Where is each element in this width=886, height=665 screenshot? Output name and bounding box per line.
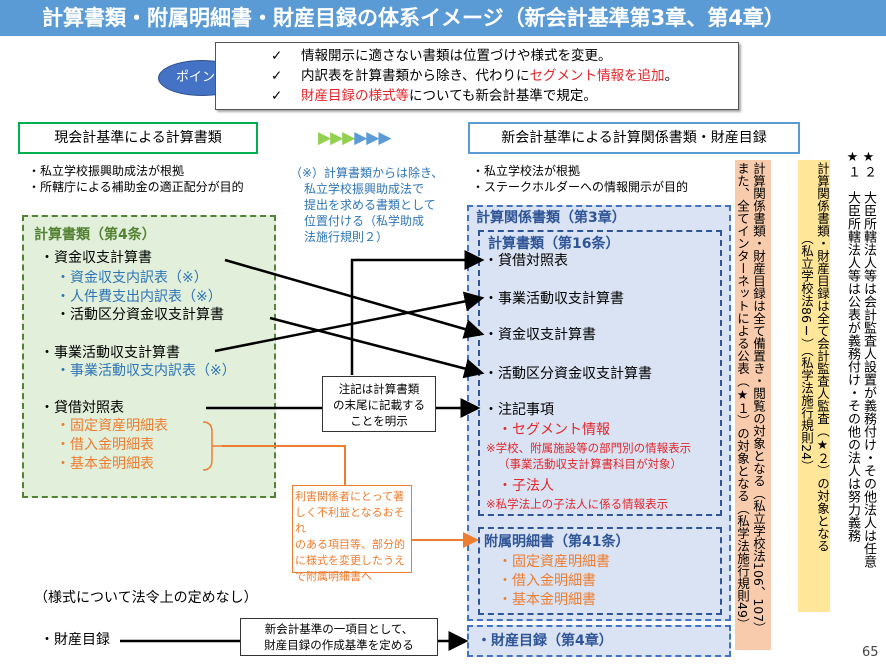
check-icon: ✓ — [271, 48, 283, 64]
footnote-line: （※）計算書類からは除き、 — [290, 166, 444, 180]
left-note: ・所轄庁による補助金の適正配分が目的 — [28, 180, 244, 194]
orange-note-line: のある項目等、部分的 — [295, 538, 405, 551]
point-text: 。 — [664, 68, 679, 84]
fuzoku-box — [478, 527, 722, 615]
orange-note-line: 利害関係者にとって著 — [295, 490, 405, 503]
point-box: ✓ 情報開示に適さない書類は位置づけや様式を変更。 ✓ 内訳表を計算書類から除き、代わ… — [215, 42, 739, 110]
bottom-note-line: 財産目録の作成基準を定める — [264, 638, 414, 652]
star-note: ★２ 大臣所轄法人等は会計監査人設置が義務付け・その他法人は任意 — [861, 150, 876, 568]
new-standard-heading: 新会計基準による計算関係書類・財産目録 — [468, 122, 800, 154]
point-text: セグメント情報を追加 — [529, 68, 665, 84]
segment-note: ※学校、附属施設等の部門別の情報表示 （事業活動収支計算書科目が対象） — [486, 440, 691, 472]
check-icon: ✓ — [271, 88, 283, 104]
line-cash-flow — [224, 258, 485, 339]
old-item: ・借入金明細表 — [56, 437, 154, 453]
new-item: ・活動区分資金収支計算書 — [484, 366, 652, 382]
new-inner-title: 計算書類（第16条） — [488, 236, 620, 252]
line-orange — [222, 445, 346, 485]
disclosure-column — [735, 160, 771, 650]
star-notes: ★２ 大臣所轄法人等は会計監査人設置が義務付け・その他法人は任意 ★１ 大臣所轄… — [844, 150, 876, 570]
bottom-note-box: 新会計基準の一項目として、 財産目録の作成基準を定める — [240, 618, 438, 656]
segment-note-line: ※学校、附属施設等の部門別の情報表示 — [486, 441, 692, 455]
new-calc-documents-box — [467, 205, 731, 621]
disclosure-line: また、全てインターネットによる公表（★１）の対象となる（私学法施行規則49） — [735, 162, 750, 631]
old-item: ・固定資産明細表 — [56, 418, 168, 434]
segment-note-line: （事業活動収支計算書科目が対象） — [498, 457, 682, 471]
new-item: ・注記事項 — [484, 402, 554, 418]
point-item: ✓ 内訳表を計算書類から除き、代わりにセグメント情報を追加。 — [271, 66, 738, 86]
fuzoku-item: ・固定資産明細書 — [498, 554, 610, 570]
audit-line: （私立学校法86Ⅰ）（私学法施行規則24） — [799, 232, 814, 473]
segment-info: ・セグメント情報 — [498, 422, 610, 438]
arrow-icons: ▶▶▶▶▶▶ — [318, 128, 391, 148]
no-format-note: （様式について法令上の定めなし） — [34, 590, 258, 606]
point-item: ✓ 情報開示に適さない書類は位置づけや様式を変更。 — [271, 46, 738, 66]
disclosure-note: 計算関係書類・財産目録は全て備置き・閲覧の対象となる（私立学校法106、107）… — [734, 162, 766, 662]
point-text: についても新会計基準で規定。 — [409, 88, 597, 104]
left-notes: ・私立学校振興助成法が根拠 ・所轄庁による補助金の適正配分が目的 — [28, 163, 244, 195]
new-item: ・貸借対照表 — [484, 253, 568, 269]
footnote-line: 位置付ける（私学助成 — [304, 214, 425, 228]
old-box-title: 計算書類（第4条） — [34, 227, 156, 243]
old-item: ・事業活動収支内訳表（※） — [56, 363, 236, 379]
line-business-activity — [214, 291, 485, 353]
right-note: ・ステークホルダーへの情報開示が目的 — [472, 180, 689, 194]
center-note-line: ことを明示 — [350, 414, 408, 428]
old-item: ・事業活動収支計算書 — [40, 345, 180, 361]
footnote-line: 提出を求める書類として — [304, 198, 436, 212]
new-outer-title: 計算関係書類（第3章） — [476, 210, 626, 226]
page-title: 計算書類・附属明細書・財産目録の体系イメージ（新会計基準第3章、第4章） — [0, 0, 886, 36]
check-icon: ✓ — [271, 68, 283, 84]
orange-note-line: で附属明細書へ — [295, 570, 372, 583]
old-zaisan: ・財産目録 — [40, 632, 110, 648]
left-note: ・私立学校振興助成法が根拠 — [28, 164, 185, 178]
footnote-line: 法施行規則２） — [304, 230, 389, 244]
fuzoku-item: ・基本金明細書 — [498, 592, 596, 608]
orange-note-line: しく不利益となるおそれ — [295, 506, 405, 535]
old-item: ・貸借対照表 — [40, 400, 124, 416]
old-item: ・資金収支計算書 — [40, 250, 152, 266]
audit-column — [798, 160, 830, 612]
right-note: ・私立学校法が根拠 — [472, 164, 581, 178]
right-notes: ・私立学校法が根拠 ・ステークホルダーへの情報開示が目的 — [472, 163, 688, 195]
fuzoku-item: ・借入金明細書 — [498, 573, 596, 589]
footnote-line: 私立学校振興助成法で — [304, 182, 425, 196]
audit-note: 計算関係書類・財産目録は全て会計監査人監査（★２）の対象となる （私立学校法86… — [798, 162, 830, 622]
fuzoku-title: 附属明細書（第41条） — [484, 534, 630, 550]
point-text: 情報開示に適さない書類は位置づけや様式を変更。 — [301, 48, 612, 64]
point-text: 内訳表を計算書類から除き、代わりに — [301, 68, 530, 84]
new-item: ・事業活動収支計算書 — [484, 291, 624, 307]
current-standard-heading: 現会計基準による計算書類 — [18, 122, 258, 154]
point-item: ✓ 財産目録の様式等についても新会計基準で規定。 — [271, 86, 738, 106]
orange-note-line: に様式を変更したうえ — [295, 554, 405, 567]
line-activity-cash — [269, 316, 485, 379]
bottom-note-line: 新会計基準の一項目として、 — [264, 622, 414, 636]
line-balance-new — [350, 250, 485, 375]
audit-line: 計算関係書類・財産目録は全て会計監査人監査（★２）の対象となる — [815, 162, 830, 552]
center-note-line: の末尾に記載する — [333, 398, 425, 412]
page-number: 65 — [862, 645, 879, 660]
footnote: （※）計算書類からは除き、 私立学校振興助成法で 提出を求める書類として 位置付… — [290, 165, 443, 245]
disclosure-line: 計算関係書類・財産目録は全て備置き・閲覧の対象となる（私立学校法106、107） — [751, 162, 766, 635]
old-item: ・活動区分資金収支計算書 — [56, 307, 224, 323]
child-note: ※私学法上の子法人に係る情報表示 — [486, 497, 669, 511]
center-note-line: 注記は計算書類 — [338, 382, 420, 396]
star-note: ★１ 大臣所轄法人等は公表が義務付け・その他の法人は努力義務 — [845, 150, 860, 542]
new-zaisan-box: ・財産目録（第4章） — [467, 625, 731, 657]
orange-bracket — [202, 421, 222, 471]
old-item: ・資金収支内訳表（※） — [56, 270, 208, 286]
new-item: ・資金収支計算書 — [484, 327, 596, 343]
orange-note-box: 利害関係者にとって著 しく不利益となるおそれ のある項目等、部分的 に様式を変更… — [292, 485, 412, 583]
center-note-box: 注記は計算書類 の末尾に記載する ことを明示 — [322, 376, 436, 432]
point-text: 財産目録の様式等 — [301, 88, 409, 104]
old-item: ・人件費支出内訳表（※） — [56, 289, 222, 305]
old-item: ・基本金明細表 — [56, 456, 154, 472]
child-entity: ・子法人 — [498, 478, 554, 494]
